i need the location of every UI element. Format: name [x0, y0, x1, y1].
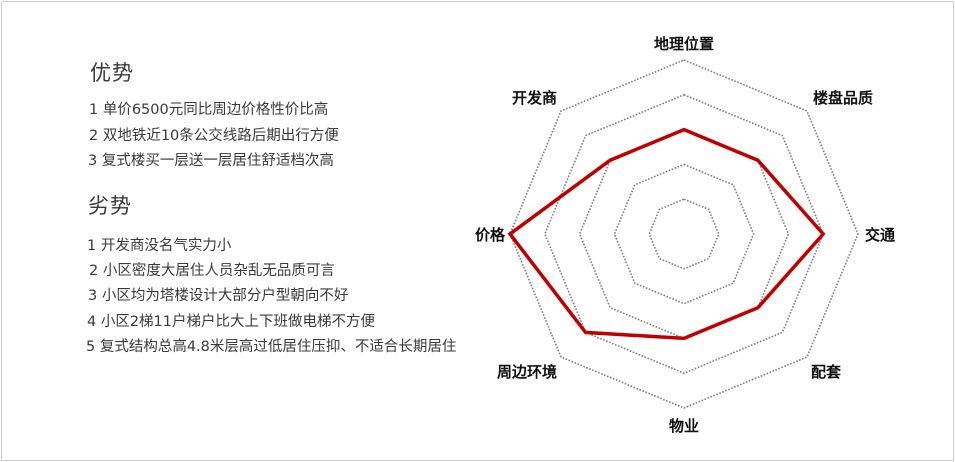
series-line-0 [507, 127, 826, 341]
grid-ring-4 [543, 93, 825, 375]
disadvantage-item: 5 复式结构总高4.8米层高过低居住压抑、不适合长期居住 [86, 339, 457, 355]
disadvantage-item: 1 开发商没名气实力小 [87, 238, 232, 254]
axis-label: 开发商 [512, 89, 557, 107]
advantage-item: 3 复式楼买一层送一层居住舒适档次高 [88, 153, 334, 169]
disadvantage-item: 3 小区均为塔楼设计大部分户型朝向不好 [88, 288, 349, 304]
axis-label: 地理位置 [654, 35, 714, 53]
radar-grid [509, 59, 859, 409]
swot-text-panel: 优势 1 单价6500元同比周边价格性价比高 2 双地铁近10条公交线路后期出行… [0, 0, 470, 462]
axis-label: 价格 [475, 226, 506, 244]
axis-label: 交通 [865, 226, 895, 244]
axis-label: 周边环境 [497, 363, 557, 381]
advantage-item: 2 双地铁近10条公交线路后期出行方便 [89, 128, 339, 144]
axis-label: 物业 [669, 417, 699, 435]
disadvantage-item: 2 小区密度大居住人员杂乱无品质可言 [89, 263, 335, 279]
grid-ring-1 [648, 198, 720, 270]
grid-ring-2 [613, 163, 755, 305]
grid-ring-3 [578, 128, 790, 340]
axis-label: 配套 [811, 363, 842, 381]
disadvantages-title: 劣势 [88, 194, 132, 218]
axis-label: 楼盘品质 [813, 89, 873, 107]
disadvantage-item: 4 小区2梯11户梯户比大上下班做电梯不方便 [87, 314, 376, 330]
advantages-title: 优势 [90, 61, 134, 85]
grid-ring-5 [509, 59, 859, 409]
radar-series [507, 127, 826, 341]
advantage-item: 1 单价6500元同比周边价格性价比高 [89, 102, 329, 118]
